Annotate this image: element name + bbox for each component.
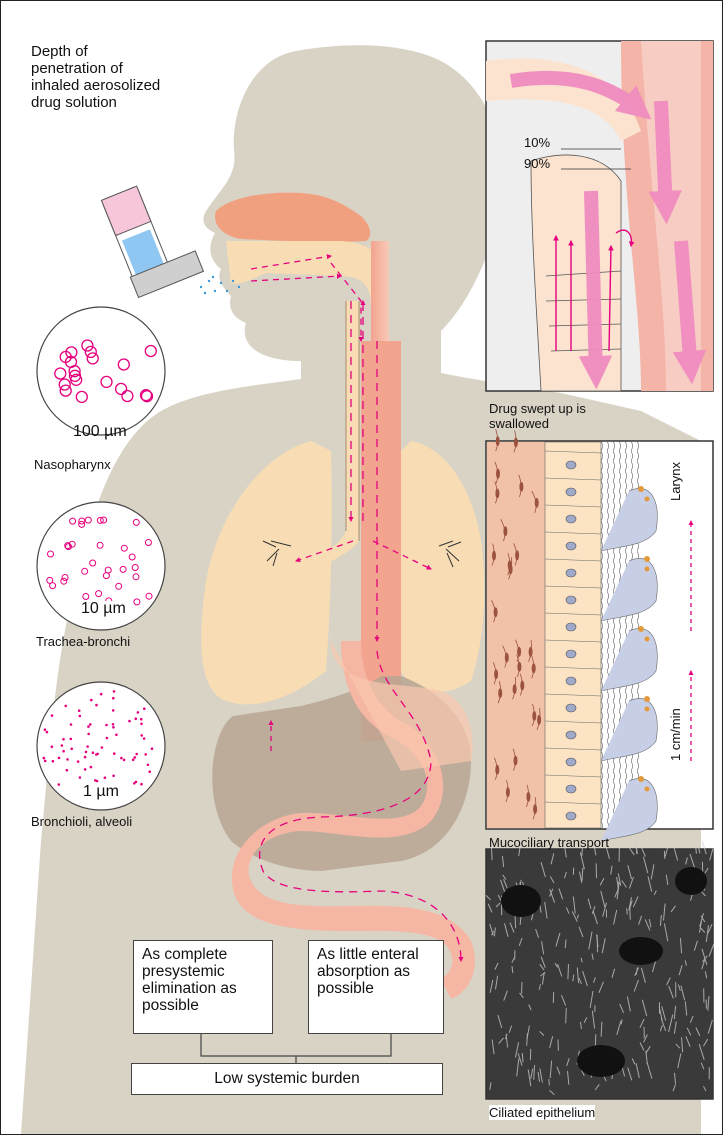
particle (61, 744, 64, 747)
particle (70, 738, 73, 741)
particle (95, 753, 98, 756)
particle (77, 760, 80, 763)
particle (87, 733, 90, 736)
particle (85, 751, 88, 754)
particle-region-bronchioli: Bronchioli, alveoli (31, 814, 132, 829)
particle-size-10: 10 µm (79, 601, 128, 616)
particle (101, 746, 104, 749)
particle (112, 709, 115, 712)
particle (86, 745, 89, 748)
particle (100, 693, 103, 696)
particle (105, 724, 108, 727)
particle (51, 714, 54, 717)
particle (52, 760, 55, 763)
particle (143, 707, 146, 710)
particle (62, 738, 65, 741)
particle (78, 709, 81, 712)
particle (104, 776, 107, 779)
particle (94, 779, 97, 782)
presystemic-elimination-box: As complete presystemic elimination as p… (133, 940, 273, 1034)
particle (140, 783, 143, 786)
particle (79, 776, 82, 779)
particle (70, 748, 73, 751)
particle (79, 715, 82, 718)
systemic-burden-box: Low systemic burden (131, 1063, 443, 1095)
particle (46, 731, 49, 734)
particle (140, 734, 143, 737)
mucociliary-caption: Mucociliary transport (489, 835, 609, 850)
particle (112, 775, 115, 778)
particle (143, 737, 146, 740)
particle (44, 728, 47, 731)
particle-region-nasopharynx: Nasopharynx (34, 457, 111, 472)
particle (89, 723, 92, 726)
particle (51, 745, 54, 748)
particle (44, 760, 47, 763)
particle (113, 690, 116, 693)
particle (135, 717, 138, 720)
particle-sample-100 (37, 307, 165, 435)
particle (135, 753, 138, 756)
enteral-absorption-box: As little enteral absorption as possible (308, 940, 444, 1034)
particle (70, 723, 73, 726)
particle (147, 764, 150, 767)
particle (84, 756, 87, 759)
swallow-caption: Drug swept up is swallowed (489, 401, 599, 431)
swallow-inset (486, 41, 713, 391)
micrograph-inset (486, 840, 714, 1099)
particle (58, 783, 61, 786)
particle (115, 734, 118, 737)
particle (128, 720, 131, 723)
mucociliary-speed: 1 cm/min (668, 708, 683, 761)
particle (66, 769, 69, 772)
particle (87, 725, 90, 728)
swallow-pct-lower: 90% (524, 156, 550, 171)
particle (95, 704, 98, 707)
particle (133, 782, 136, 785)
particle (84, 768, 87, 771)
particle (62, 750, 65, 753)
mucociliary-direction: Larynx (668, 462, 683, 501)
particle (132, 758, 135, 761)
particle (90, 766, 93, 769)
particle (43, 757, 46, 760)
particle (140, 723, 143, 726)
particle (140, 718, 143, 721)
particle (134, 756, 137, 759)
particle-size-100: 100 µm (73, 424, 127, 439)
swallow-pct-upper: 10% (524, 135, 550, 150)
particle (112, 723, 115, 726)
particle (137, 711, 140, 714)
particle (58, 757, 61, 760)
particle (64, 705, 67, 708)
particle (112, 697, 115, 700)
particle-size-1: 1 µm (83, 784, 119, 799)
particle (123, 759, 126, 762)
particle-region-trachea: Trachea-bronchi (36, 634, 130, 649)
particle (151, 747, 154, 750)
particle (92, 751, 95, 754)
particle (66, 758, 69, 761)
particle (144, 753, 147, 756)
figure-title: Depth of penetration of inhaled aerosoli… (31, 43, 161, 111)
particle (148, 770, 151, 773)
particle (120, 757, 123, 760)
epithelium-caption: Ciliated epithelium (489, 1105, 595, 1120)
particle (113, 752, 116, 755)
particle (90, 699, 93, 702)
particle (106, 737, 109, 740)
particle (112, 726, 115, 729)
